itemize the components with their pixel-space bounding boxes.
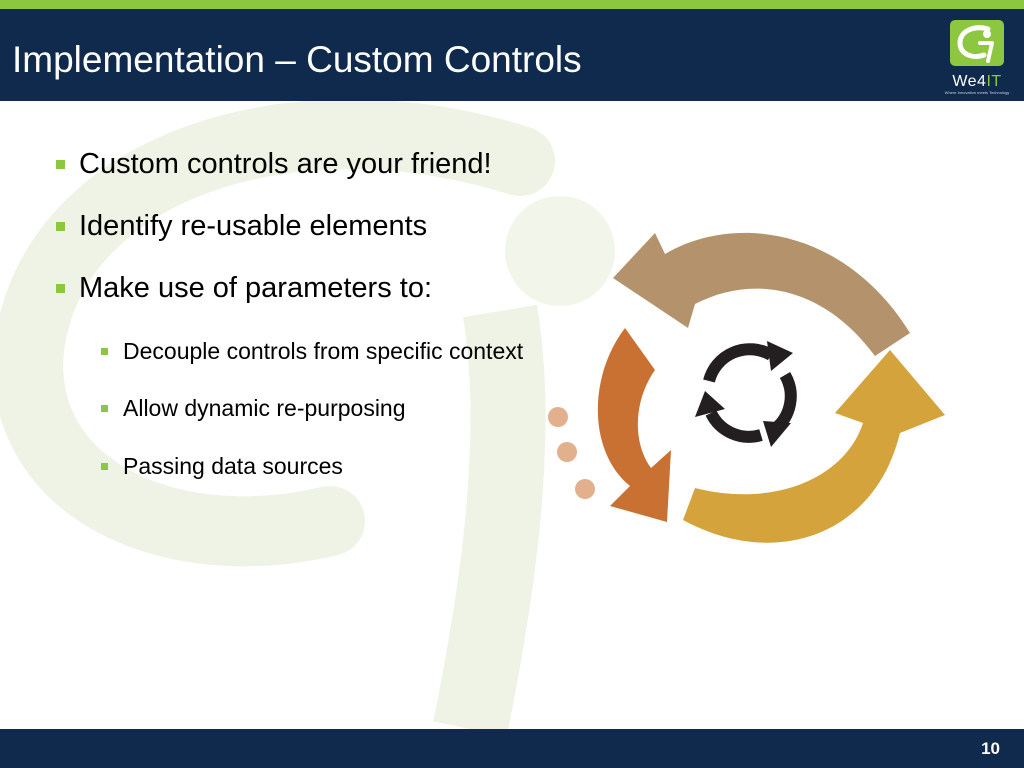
bullet-text: Custom controls are your friend! bbox=[79, 148, 492, 180]
cycle-arrows-diagram bbox=[548, 232, 945, 543]
top-accent-stripe bbox=[0, 0, 1024, 9]
sub-bullet-text: Decouple controls from specific context bbox=[123, 338, 524, 364]
sub-bullet-item: Decouple controls from specific context bbox=[101, 338, 523, 365]
bullet-square-icon bbox=[56, 160, 65, 169]
sub-bullet-text: Passing data sources bbox=[123, 453, 343, 479]
dot-icon bbox=[557, 442, 577, 462]
logo-wordmark: We4IT bbox=[952, 73, 1002, 90]
we4it-logo: We4IT Where Innovation meets Technology bbox=[944, 17, 1010, 97]
bullet-square-icon bbox=[101, 463, 108, 470]
slide-title: Implementation – Custom Controls bbox=[12, 39, 582, 80]
sub-bullet-item: Passing data sources bbox=[101, 453, 343, 480]
sub-bullet-item: Allow dynamic re-purposing bbox=[101, 395, 406, 422]
dot-icon bbox=[548, 407, 568, 427]
sub-bullet-text: Allow dynamic re-purposing bbox=[123, 395, 406, 421]
bullet-square-icon bbox=[56, 222, 65, 231]
bullet-item: Identify re-usable elements bbox=[56, 210, 427, 243]
bullet-text: Make use of parameters to: bbox=[79, 272, 432, 304]
footer-bar: 10 bbox=[0, 729, 1024, 768]
page-number: 10 bbox=[981, 739, 1000, 758]
logo-tagline: Where Innovation meets Technology bbox=[944, 90, 1010, 95]
bullet-item: Make use of parameters to: bbox=[56, 272, 432, 305]
dot-icon bbox=[575, 479, 595, 499]
bullet-item: Custom controls are your friend! bbox=[56, 148, 492, 181]
tan-arrow-icon bbox=[613, 232, 910, 356]
refresh-icon bbox=[695, 341, 797, 447]
title-bar: Implementation – Custom Controls bbox=[0, 9, 1024, 101]
gold-arrow-icon bbox=[683, 350, 945, 543]
bullet-square-icon bbox=[56, 284, 65, 293]
background-watermark bbox=[0, 101, 615, 729]
bullet-square-icon bbox=[101, 348, 108, 355]
bullet-text: Identify re-usable elements bbox=[79, 210, 428, 242]
bullet-square-icon bbox=[101, 405, 108, 412]
orange-arrow-icon bbox=[597, 328, 671, 522]
logo-mark-icon bbox=[950, 20, 1004, 66]
